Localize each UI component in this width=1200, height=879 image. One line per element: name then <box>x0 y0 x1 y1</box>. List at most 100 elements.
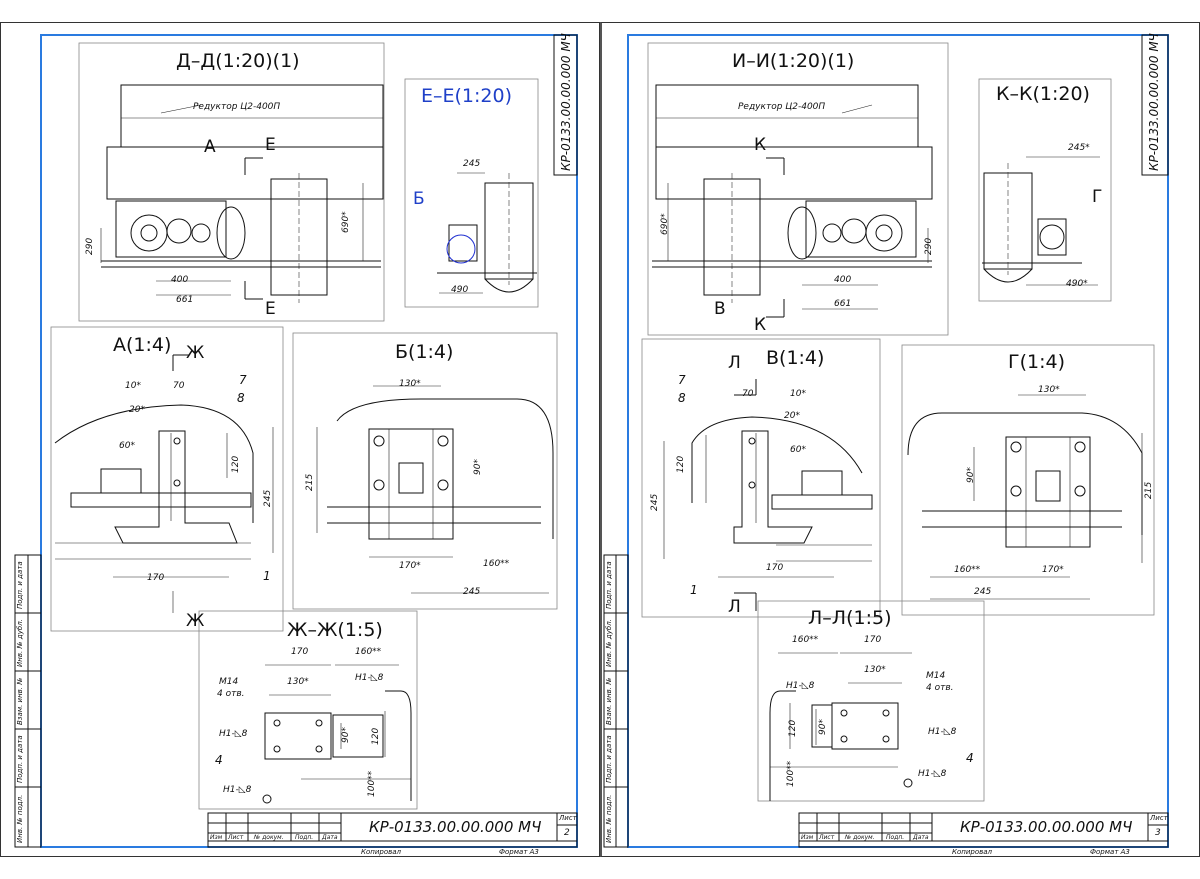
col-doc: № докум. <box>845 834 875 841</box>
weld-label-top: Н1-◺8 <box>355 673 384 683</box>
dim-100-zh: 100** <box>367 770 377 797</box>
col-list: Лист <box>819 834 835 841</box>
dim-90: 90* <box>966 467 976 483</box>
dim-160-zh: 160** <box>355 647 382 657</box>
dim-20: 20* <box>784 411 800 421</box>
dim-245-g: 245 <box>974 587 992 597</box>
title-block <box>798 812 1169 848</box>
dim-170: 170 <box>147 573 165 583</box>
dim-245: 245 <box>463 159 481 169</box>
holes-count: 4 отв. <box>926 683 954 693</box>
col-date: Дата <box>322 834 338 841</box>
sheet-3-graphics <box>603 34 1169 848</box>
stamp-label-4: Подп. и дата <box>605 735 613 783</box>
dim-60: 60* <box>119 441 135 451</box>
view-ll-drawing <box>769 652 913 801</box>
thread-m14: М14 <box>219 677 239 687</box>
reducer-label: Редуктор Ц2-400П <box>738 102 826 112</box>
col-izm: Изм <box>801 834 814 841</box>
side-designation: КР-0133.00.00.000 МЧ <box>1147 33 1161 171</box>
stamp-label-4: Подп. и дата <box>16 735 24 783</box>
view-a-drawing <box>54 354 274 613</box>
dim-215: 215 <box>1144 481 1154 499</box>
format-label: Формат А3 <box>499 848 539 856</box>
view-box-dd <box>78 42 385 322</box>
dim-160-ll: 160** <box>792 635 819 645</box>
dim-10: 10* <box>125 381 141 391</box>
view-v-drawing <box>663 379 873 611</box>
section-mark-l-top: Л <box>728 353 741 373</box>
sheet-number: 2 <box>564 828 570 838</box>
dim-661: 661 <box>176 295 194 305</box>
callout-8: 8 <box>678 391 686 405</box>
view-box-ll <box>757 600 985 802</box>
dim-90-ll: 90* <box>818 719 828 735</box>
view-ii-title: И–И(1:20)(1) <box>732 50 855 72</box>
view-box-g <box>901 344 1155 616</box>
dim-90-zh: 90* <box>341 727 351 743</box>
col-sign: Подп. <box>295 834 314 841</box>
dim-215: 215 <box>305 473 315 491</box>
col-izm: Изм <box>210 834 223 841</box>
view-zhzh-title: Ж–Ж(1:5) <box>287 619 383 641</box>
callout-8: 8 <box>237 391 245 405</box>
view-box-v <box>641 338 881 618</box>
view-g-drawing <box>907 394 1143 600</box>
stamp-label-3: Взам. инв. № <box>605 677 613 725</box>
section-mark-v: В <box>714 299 726 319</box>
weld-label-bottom: Н1-◺8 <box>223 785 252 795</box>
view-kk-drawing <box>982 156 1100 286</box>
holes-count: 4 отв. <box>217 689 245 699</box>
callout-1: 1 <box>263 569 271 583</box>
sheet-number: 3 <box>1155 828 1161 838</box>
dim-160: 160** <box>483 559 510 569</box>
drawing-sheet-2: Д–Д(1:20)(1) Редуктор Ц2-400П А Е Е 290 … <box>0 22 600 857</box>
side-designation: КР-0133.00.00.000 МЧ <box>559 33 573 171</box>
col-list: Лист <box>228 834 244 841</box>
dim-130-ll: 130* <box>864 665 886 675</box>
side-designation-box <box>1141 34 1169 176</box>
dim-245-v: 245 <box>650 493 660 511</box>
stamp-label-5: Инв. № подл. <box>605 794 613 843</box>
dim-170-b: 170* <box>399 561 421 571</box>
dim-70: 70 <box>742 389 754 399</box>
title-designation: КР-0133.00.00.000 МЧ <box>369 818 542 836</box>
dim-490: 490 <box>451 285 469 295</box>
dim-120-zh: 120 <box>371 727 381 745</box>
dim-130-zh: 130* <box>287 677 309 687</box>
dim-60: 60* <box>790 445 806 455</box>
section-mark-k-bottom: К <box>754 315 767 335</box>
stamp-label-3: Взам. инв. № <box>16 677 24 725</box>
dim-130: 130* <box>399 379 421 389</box>
view-dd-drawing <box>100 84 384 303</box>
weld-label-bottom: Н1-◺8 <box>918 769 947 779</box>
sheet-label: Лист <box>1150 814 1168 822</box>
callout-7: 7 <box>239 373 247 387</box>
dim-170: 170 <box>766 563 784 573</box>
view-b-title: Б(1:4) <box>395 341 454 363</box>
dim-245-b: 245 <box>463 587 481 597</box>
view-ee-title: Е–Е(1:20) <box>421 85 513 107</box>
view-box-b <box>292 332 558 610</box>
copied-label: Копировал <box>952 848 992 856</box>
view-box-zhzh <box>198 610 418 810</box>
dim-290: 290 <box>924 237 934 255</box>
side-designation-box <box>553 34 578 176</box>
col-doc: № докум. <box>254 834 284 841</box>
callout-1: 1 <box>690 583 698 597</box>
section-mark-e-bottom: Е <box>265 299 276 319</box>
dim-245-a: 245 <box>263 489 273 507</box>
format-label: Формат А3 <box>1090 848 1130 856</box>
col-sign: Подп. <box>886 834 905 841</box>
dim-170-ll: 170 <box>864 635 882 645</box>
view-b-drawing <box>316 385 554 594</box>
dim-10: 10* <box>790 389 806 399</box>
callout-4: 4 <box>215 753 223 767</box>
dim-400: 400 <box>834 275 852 285</box>
stamp-label-5: Инв. № подл. <box>16 794 24 843</box>
title-designation: КР-0133.00.00.000 МЧ <box>960 818 1133 836</box>
view-g-title: Г(1:4) <box>1008 351 1065 373</box>
view-kk-title: К–К(1:20) <box>996 83 1090 105</box>
stamp-label-1: Подп. и дата <box>605 561 613 609</box>
thread-m14: М14 <box>926 671 946 681</box>
